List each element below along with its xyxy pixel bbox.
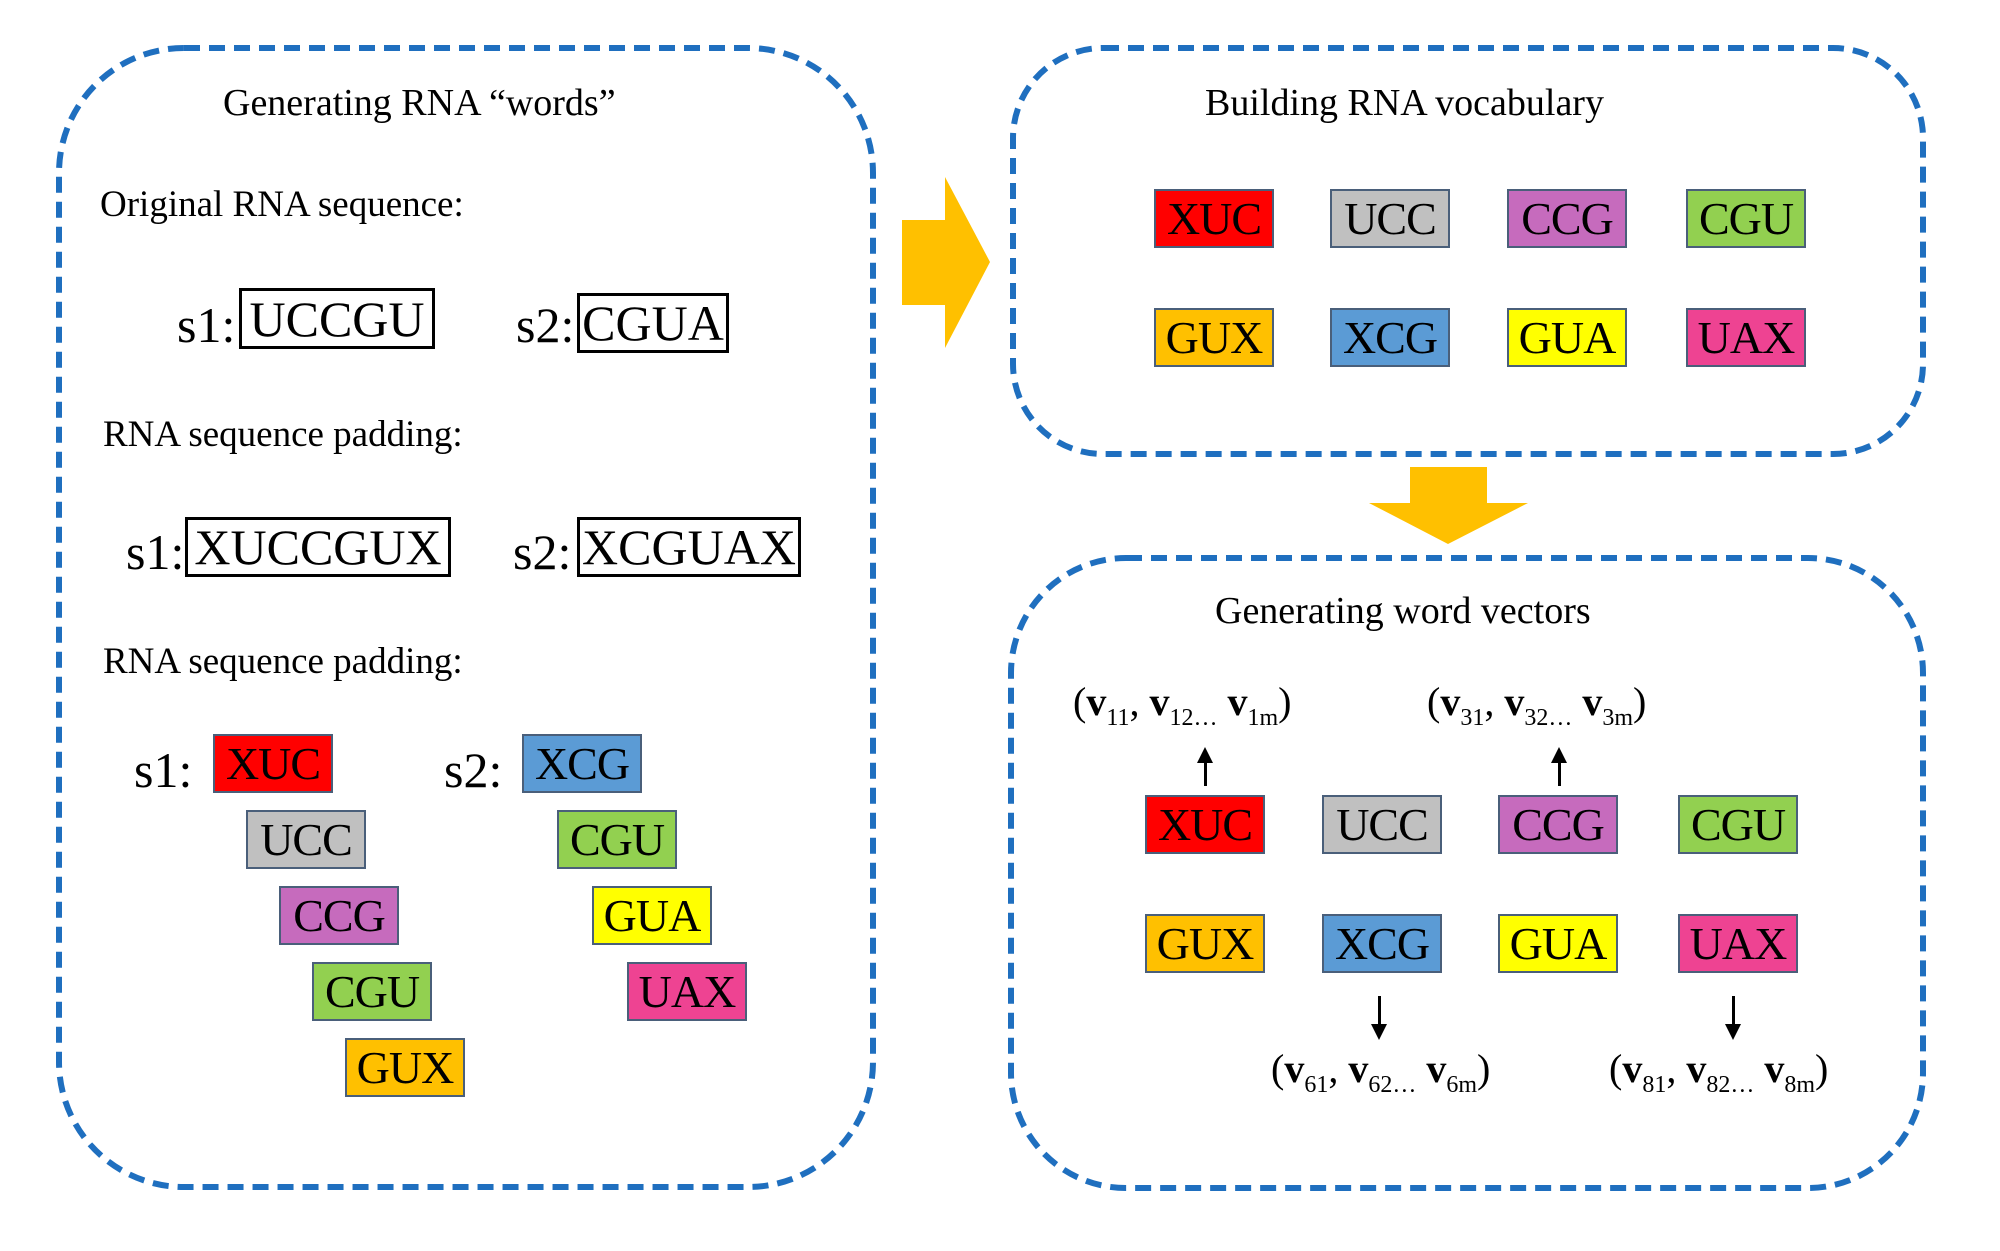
panel-border — [1008, 555, 1926, 1191]
word-box-xcg: XCG — [522, 734, 642, 793]
arrow-down-icon — [1371, 1024, 1387, 1040]
word-box-cgu: CGU — [312, 962, 432, 1021]
word-box-gua: GUA — [1507, 308, 1627, 367]
split-s2-prefix: s2: — [444, 742, 503, 798]
word-box-ccg: CCG — [279, 886, 399, 945]
word-box-xuc: XUC — [1145, 795, 1265, 854]
arrow-up-icon — [1197, 747, 1213, 763]
split-s1-prefix: s1: — [134, 742, 193, 798]
word-box-ucc: UCC — [1322, 795, 1442, 854]
word-box-cgu: CGU — [1686, 189, 1806, 248]
word-box-gua: GUA — [592, 886, 712, 945]
word-box-gux: GUX — [1145, 914, 1265, 973]
word-box-xuc: XUC — [1154, 189, 1274, 248]
padded-s2-sequence: XCGUAX — [577, 517, 801, 577]
panel-border — [56, 45, 876, 1190]
original-sequence-label: Original RNA sequence: — [100, 184, 464, 225]
padded-s2-prefix: s2: — [513, 524, 572, 580]
vector-label-xuc: (v11, v12… v1m) — [1073, 679, 1292, 731]
arrow-up-icon — [1551, 747, 1567, 763]
word-box-ccg: CCG — [1507, 189, 1627, 248]
panel-word-vectors — [1008, 555, 1926, 1191]
original-s2-sequence: CGUA — [577, 293, 729, 353]
vector-label-xcg: (v61, v62… v6m) — [1271, 1046, 1491, 1098]
word-box-xuc: XUC — [213, 734, 333, 793]
down-flow-arrow-icon — [1369, 467, 1528, 544]
word-box-xcg: XCG — [1330, 308, 1450, 367]
word-box-cgu: CGU — [557, 810, 677, 869]
arrow-up-shaft — [1204, 760, 1207, 786]
panel-vectors-title: Generating word vectors — [1215, 590, 1591, 632]
word-box-ucc: UCC — [1330, 189, 1450, 248]
arrow-down-shaft — [1732, 996, 1735, 1026]
panel-border — [1010, 45, 1926, 457]
vector-label-uax: (v81, v82… v8m) — [1609, 1046, 1829, 1098]
word-box-uax: UAX — [627, 962, 747, 1021]
arrow-down-icon — [1725, 1024, 1741, 1040]
word-box-ccg: CCG — [1498, 795, 1618, 854]
padded-s1-sequence: XUCCGUX — [185, 517, 451, 577]
original-s1-prefix: s1: — [177, 297, 236, 353]
panel-vocabulary — [1010, 45, 1926, 457]
vector-label-ccg: (v31, v32… v3m) — [1427, 679, 1647, 731]
word-box-gux: GUX — [1154, 308, 1274, 367]
word-box-cgu: CGU — [1678, 795, 1798, 854]
padded-s1-prefix: s1: — [126, 524, 185, 580]
panel-words-title: Generating RNA “words” — [223, 82, 616, 124]
word-box-gua: GUA — [1498, 914, 1618, 973]
word-box-uax: UAX — [1678, 914, 1798, 973]
word-box-ucc: UCC — [246, 810, 366, 869]
original-s1-sequence: UCCGU — [239, 288, 435, 349]
panel-generating-words — [56, 45, 876, 1190]
split-label: RNA sequence padding: — [103, 641, 463, 682]
right-flow-arrow-icon — [902, 177, 990, 348]
panel-vocabulary-title: Building RNA vocabulary — [1205, 82, 1604, 124]
word-box-gux: GUX — [345, 1038, 465, 1097]
word-box-uax: UAX — [1686, 308, 1806, 367]
arrow-down-shaft — [1378, 996, 1381, 1026]
arrow-up-shaft — [1558, 760, 1561, 786]
padding-label: RNA sequence padding: — [103, 414, 463, 455]
word-box-xcg: XCG — [1322, 914, 1442, 973]
original-s2-prefix: s2: — [516, 297, 575, 353]
